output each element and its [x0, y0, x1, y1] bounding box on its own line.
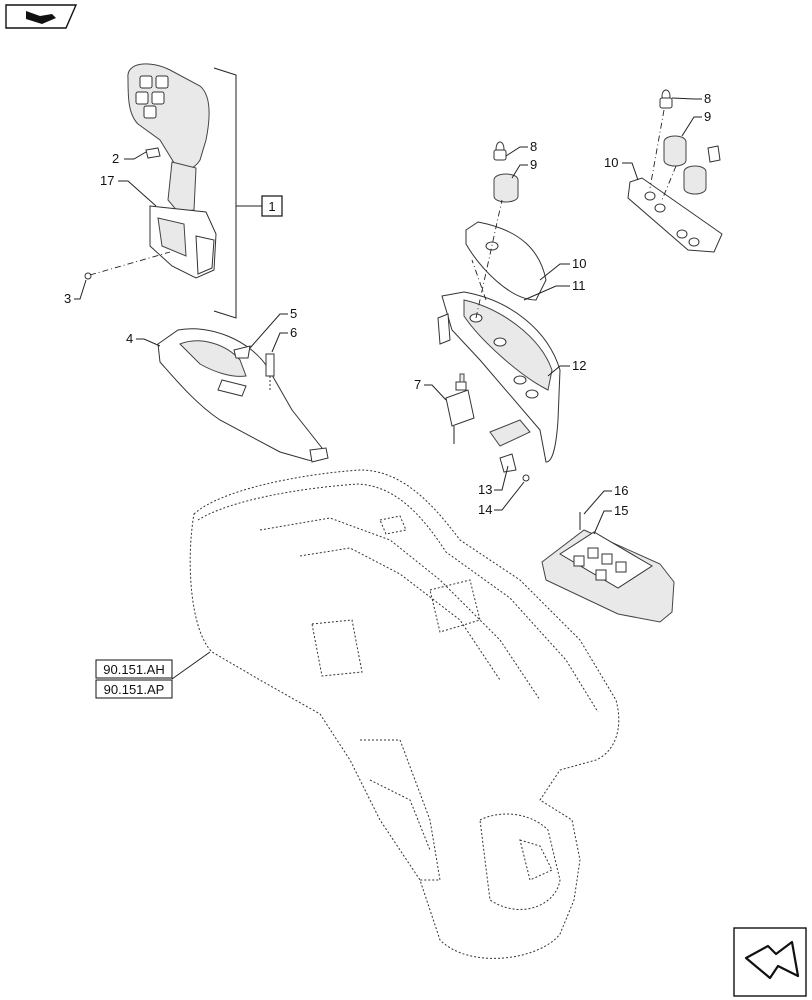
- callout-12: 12: [572, 358, 586, 373]
- callout-11: 11: [572, 278, 586, 293]
- leader-15: [593, 510, 612, 535]
- leader-9-right: [681, 116, 702, 137]
- fuse-relay-box: [541, 512, 675, 623]
- armrest-cover: [157, 328, 329, 463]
- callout-10-middle: 10: [572, 256, 586, 271]
- callout-13: 13: [478, 482, 492, 497]
- leader-13: [494, 465, 509, 491]
- leader-5: [249, 313, 288, 349]
- callout-4: 4: [126, 331, 133, 346]
- leader-4: [136, 338, 161, 347]
- reference-label-ah: 90.151.AH: [103, 662, 164, 677]
- leader-8-right: [671, 97, 702, 100]
- group-bracket: [213, 67, 237, 319]
- leader-12: [547, 365, 570, 377]
- leader-8-middle: [505, 146, 528, 157]
- leader-2: [124, 151, 147, 160]
- callout-16: 16: [614, 483, 628, 498]
- joystick-assembly: [84, 63, 217, 280]
- callout-9-right: 9: [704, 109, 711, 124]
- leader-ref: [171, 651, 211, 680]
- callout-box-1: [261, 195, 283, 217]
- callout-8-right: 8: [704, 91, 711, 106]
- callout-15: 15: [614, 503, 628, 518]
- leader-6: [271, 332, 288, 353]
- reference-label-ap: 90.151.AP: [104, 682, 165, 697]
- callout-7: 7: [414, 377, 421, 392]
- callout-10-right: 10: [604, 155, 618, 170]
- callout-3: 3: [64, 291, 71, 306]
- previous-page-arrow-icon[interactable]: [5, 4, 78, 29]
- leader-16: [583, 490, 612, 515]
- leader-7: [424, 384, 447, 401]
- callout-17: 17: [100, 173, 114, 188]
- leader-10-right: [622, 162, 639, 181]
- callout-2: 2: [112, 151, 119, 166]
- callout-14: 14: [478, 502, 492, 517]
- callout-9-middle: 9: [530, 157, 537, 172]
- leader-11: [523, 285, 570, 301]
- leader-17: [118, 180, 157, 207]
- reference-90-151-ap[interactable]: 90.151.AP: [95, 679, 173, 699]
- callout-1: 1: [268, 199, 275, 214]
- callout-5: 5: [290, 306, 297, 321]
- next-page-arrow-icon[interactable]: [733, 927, 807, 997]
- switch-panel: [437, 141, 561, 482]
- leader-3: [74, 279, 87, 300]
- leader-9-middle: [511, 164, 528, 179]
- reference-90-151-ah[interactable]: 90.151.AH: [95, 659, 173, 679]
- leader-14: [494, 481, 525, 511]
- right-switch-plate: [627, 89, 723, 253]
- leader-10-middle: [539, 263, 570, 281]
- callout-6: 6: [290, 325, 297, 340]
- callout-8-middle: 8: [530, 139, 537, 154]
- console-housing: [189, 469, 620, 959]
